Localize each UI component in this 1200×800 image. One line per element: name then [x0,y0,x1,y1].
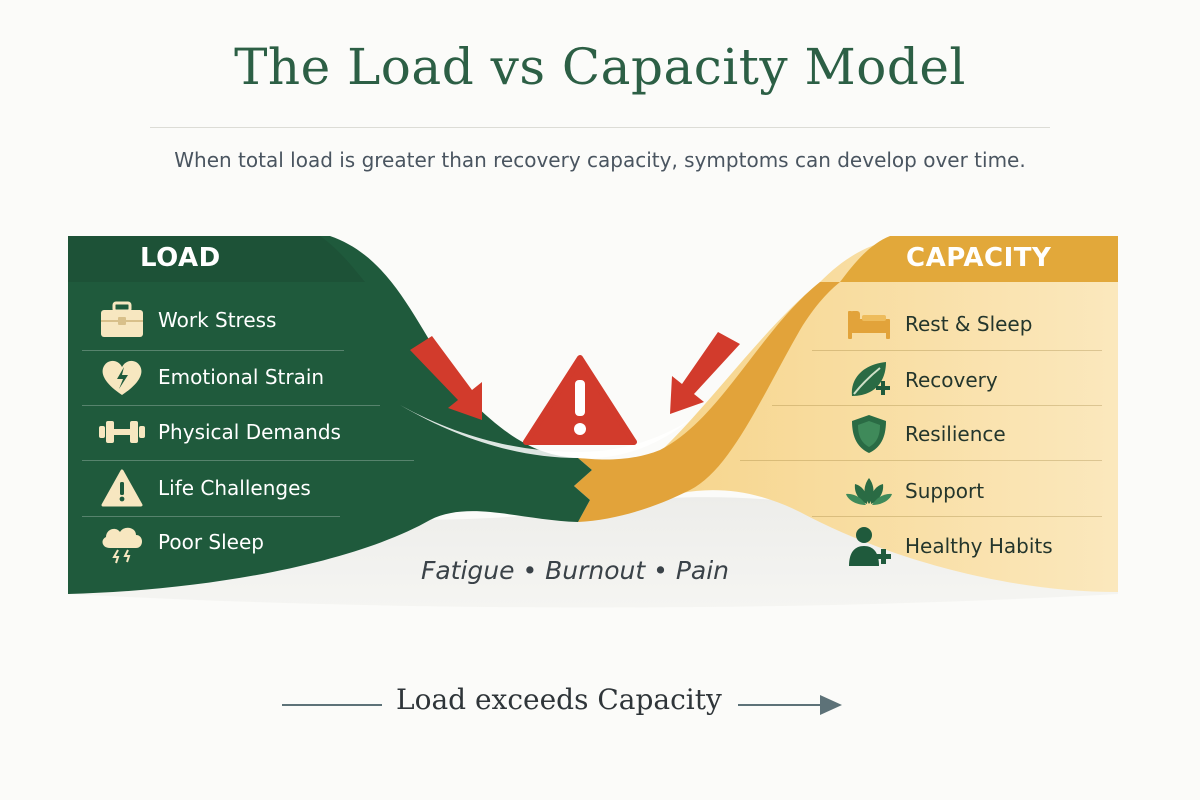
capacity-divider [812,350,1102,351]
capacity-divider [812,516,1102,517]
load-panel [68,236,592,594]
load-item-emotional-strain: Emotional Strain [96,353,324,401]
load-item-label: Emotional Strain [158,365,325,389]
capacity-item-label: Rest & Sleep [905,312,1033,336]
load-item-label: Physical Demands [158,420,341,444]
load-item-label: Life Challenges [158,476,311,500]
right-red-arrow [670,332,740,414]
leaf-plus-icon [843,358,895,402]
capacity-item-healthy-habits: Healthy Habits [843,522,1053,570]
person-plus-icon [843,524,895,568]
load-divider [82,350,344,351]
load-divider [82,460,414,461]
capacity-item-label: Healthy Habits [905,534,1053,558]
capacity-panel [640,236,1118,592]
lotus-icon [843,469,895,513]
capacity-item-rest-sleep: Rest & Sleep [843,300,1032,348]
page-subtitle: When total load is greater than recovery… [174,148,1026,172]
title-divider [150,127,1050,128]
load-heading: LOAD [140,243,221,273]
capacity-item-resilience: Resilience [843,410,1006,458]
capacity-wave [574,282,840,522]
left-red-arrow [410,336,482,420]
load-item-work-stress: Work Stress [96,296,276,344]
load-header-band [68,236,365,282]
briefcase-icon [96,298,148,342]
dumbbell-icon [96,410,148,454]
storm-cloud-icon [96,520,148,564]
capacity-item-label: Support [905,479,985,503]
capacity-divider [772,405,1102,406]
warning-triangle-icon [96,466,148,510]
page-title: The Load vs Capacity Model [234,38,966,96]
load-item-life-challenges: Life Challenges [96,464,311,512]
center-sweep [400,405,690,459]
bed-icon [843,302,895,346]
capacity-header-band [840,236,1118,282]
load-item-poor-sleep: Poor Sleep [96,518,264,566]
symptoms-label: Fatigue • Burnout • Pain [420,556,730,585]
footer-caption: Load exceeds Capacity [396,683,722,716]
capacity-heading: CAPACITY [906,243,1052,273]
load-item-label: Work Stress [158,308,277,332]
shield-icon [843,412,895,456]
capacity-item-label: Recovery [905,368,998,392]
load-item-physical-demands: Physical Demands [96,408,341,456]
capacity-divider [740,460,1102,461]
capacity-item-recovery: Recovery [843,356,998,404]
footer-left-line [282,704,382,706]
arrow-right-icon [738,695,842,715]
broken-heart-icon [96,355,148,399]
load-divider [82,516,340,517]
load-divider [82,405,380,406]
load-item-label: Poor Sleep [158,530,264,554]
capacity-item-label: Resilience [905,422,1006,446]
alert-triangle-icon [523,355,637,445]
capacity-item-support: Support [843,467,984,515]
